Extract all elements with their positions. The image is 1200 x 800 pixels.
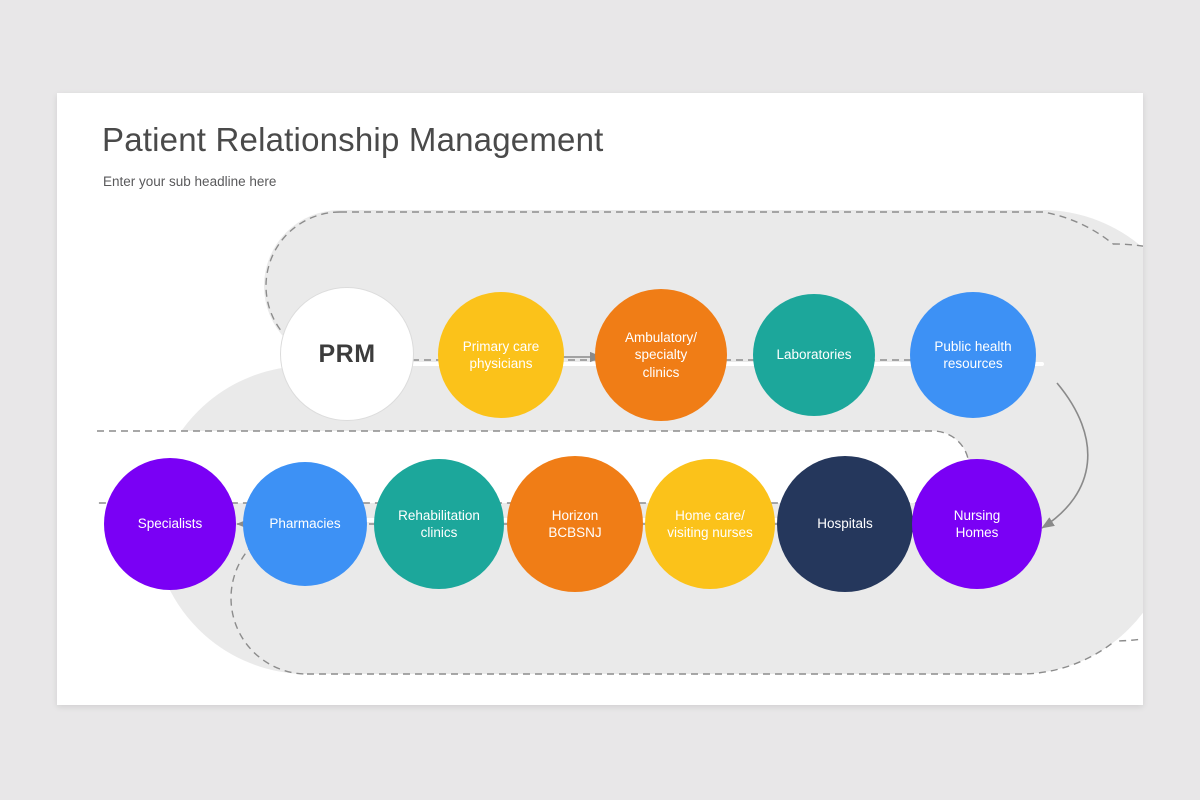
node-ambulatory-specialty-clinics[interactable]: Ambulatory/ specialty clinics — [595, 289, 727, 421]
node-label: Rehabilitation clinics — [398, 507, 480, 540]
node-label: Primary care physicians — [462, 338, 540, 371]
slide-canvas: Patient Relationship Management Enter yo… — [57, 93, 1143, 705]
node-specialists[interactable]: Specialists — [104, 458, 236, 590]
node-label: Nursing Homes — [953, 507, 1001, 540]
connector-public-health-to-nursing-homes — [1041, 382, 1089, 529]
node-label: Horizon BCBSNJ — [548, 507, 602, 540]
node-prm-hub[interactable]: PRM — [280, 287, 414, 421]
node-label: Hospitals — [817, 516, 873, 532]
node-laboratories[interactable]: Laboratories — [753, 294, 875, 416]
node-label: Ambulatory/ specialty clinics — [624, 330, 698, 380]
node-label: Home care/ visiting nurses — [667, 507, 753, 540]
node-home-care-visiting-nurses[interactable]: Home care/ visiting nurses — [645, 459, 775, 589]
node-nursing-homes[interactable]: Nursing Homes — [912, 459, 1042, 589]
node-public-health-resources[interactable]: Public health resources — [910, 292, 1036, 418]
page-subtitle: Enter your sub headline here — [103, 174, 277, 189]
node-rehabilitation-clinics[interactable]: Rehabilitation clinics — [374, 459, 504, 589]
node-hospitals[interactable]: Hospitals — [777, 456, 913, 592]
page-title: Patient Relationship Management — [102, 121, 604, 158]
node-pharmacies[interactable]: Pharmacies — [243, 462, 367, 586]
node-label: Public health resources — [934, 338, 1012, 371]
node-label: Laboratories — [776, 347, 852, 363]
prm-flow-diagram: PRM Primary care physicians Ambulatory/ … — [57, 93, 1143, 705]
node-prm-label: PRM — [318, 340, 376, 368]
node-label: Pharmacies — [269, 516, 341, 532]
node-label: Specialists — [137, 516, 203, 532]
node-primary-care-physicians[interactable]: Primary care physicians — [438, 292, 564, 418]
node-horizon-bcbsnj[interactable]: Horizon BCBSNJ — [507, 456, 643, 592]
